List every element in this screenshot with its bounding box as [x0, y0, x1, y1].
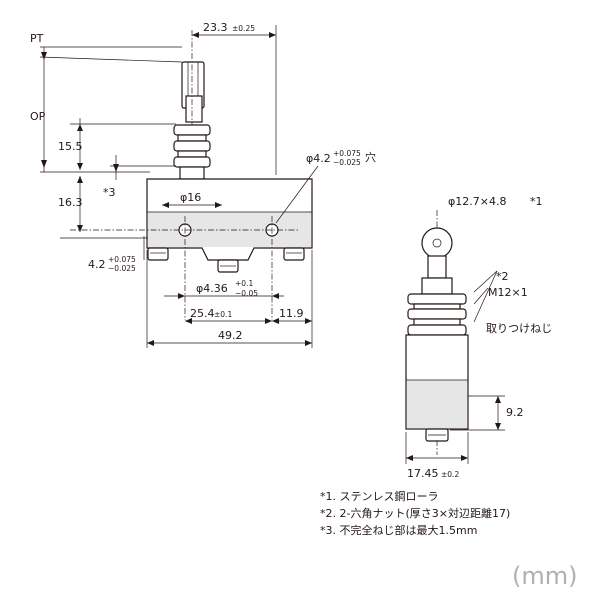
hex-nut-lower — [173, 156, 211, 168]
label-side-width-tol: ±0.2 — [441, 470, 459, 479]
note-3: *3. 不完全ねじ部は最大1.5mm — [320, 523, 477, 537]
plunger-shaft — [185, 95, 203, 123]
label-pt: PT — [30, 32, 44, 45]
label-thread: M12×1 — [488, 286, 528, 299]
label-hole-height-tol-plus: +0.075 — [108, 255, 136, 264]
label-edge-11-9: 11.9 — [279, 307, 304, 320]
notes: *1. ステンレス鋼ローラ *2. 2-六角ナット(厚さ3×対辺距離17) *3… — [320, 489, 510, 537]
label-thread-caption: 取りつけねじ — [486, 322, 552, 335]
label-hole2-tol-minus: −0.05 — [235, 289, 258, 298]
side-view — [405, 210, 505, 464]
label-body-top-height: 16.3 — [58, 196, 83, 209]
label-hole-dia: φ4.2 — [306, 152, 331, 165]
label-width-total: 49.2 — [218, 329, 243, 342]
hex-nut-side-1 — [407, 293, 467, 305]
terminal-no — [283, 247, 305, 261]
label-roller-size: φ12.7×4.8 — [448, 195, 506, 208]
label-hole-tol-plus: +0.075 — [333, 149, 361, 158]
label-roller-note-ref: *1 — [530, 195, 543, 208]
note-2: *2. 2-六角ナット(厚さ3×対辺距離17) — [320, 506, 510, 520]
unit-label: (mm) — [512, 562, 577, 590]
label-op: OP — [30, 110, 46, 123]
label-hole-suffix: 穴 — [365, 150, 376, 164]
label-side-width: 17.45 — [407, 467, 439, 480]
label-hole2-dia: φ4.36 — [196, 282, 228, 295]
hex-nut-middle — [173, 140, 211, 152]
hex-nut-side-2 — [407, 308, 467, 320]
note-1: *1. ステンレス鋼ローラ — [320, 489, 439, 503]
plunger-side — [427, 255, 447, 279]
label-roller-offset-tol: ±0.25 — [232, 24, 255, 33]
terminal-com — [147, 247, 169, 261]
hex-nut-side-3 — [407, 324, 467, 336]
label-terminal-height: 9.2 — [506, 406, 524, 419]
label-thread-note-ref: *3 — [103, 186, 116, 199]
label-hole2-tol-plus: +0.1 — [235, 279, 253, 288]
label-stack-height: 15.5 — [58, 140, 83, 153]
hex-nut-upper — [173, 124, 211, 136]
label-nut-note-ref: *2 — [496, 270, 509, 283]
label-pitch-16: φ16 — [180, 191, 201, 204]
label-roller-offset: 23.3 — [203, 21, 228, 34]
label-hole-height-tol-minus: −0.025 — [108, 264, 136, 273]
dimension-labels: PT OP 23.3 ±0.25 15.5 *3 16.3 φ4.2 +0.07… — [30, 21, 552, 480]
label-hole-height: 4.2 — [88, 258, 106, 271]
label-hole-tol-minus: −0.025 — [333, 158, 361, 167]
front-view — [39, 25, 319, 348]
roller-side — [421, 227, 453, 259]
label-hole-pitch-tol: ±0.1 — [214, 310, 232, 319]
label-hole-pitch: 25.4 — [190, 307, 215, 320]
